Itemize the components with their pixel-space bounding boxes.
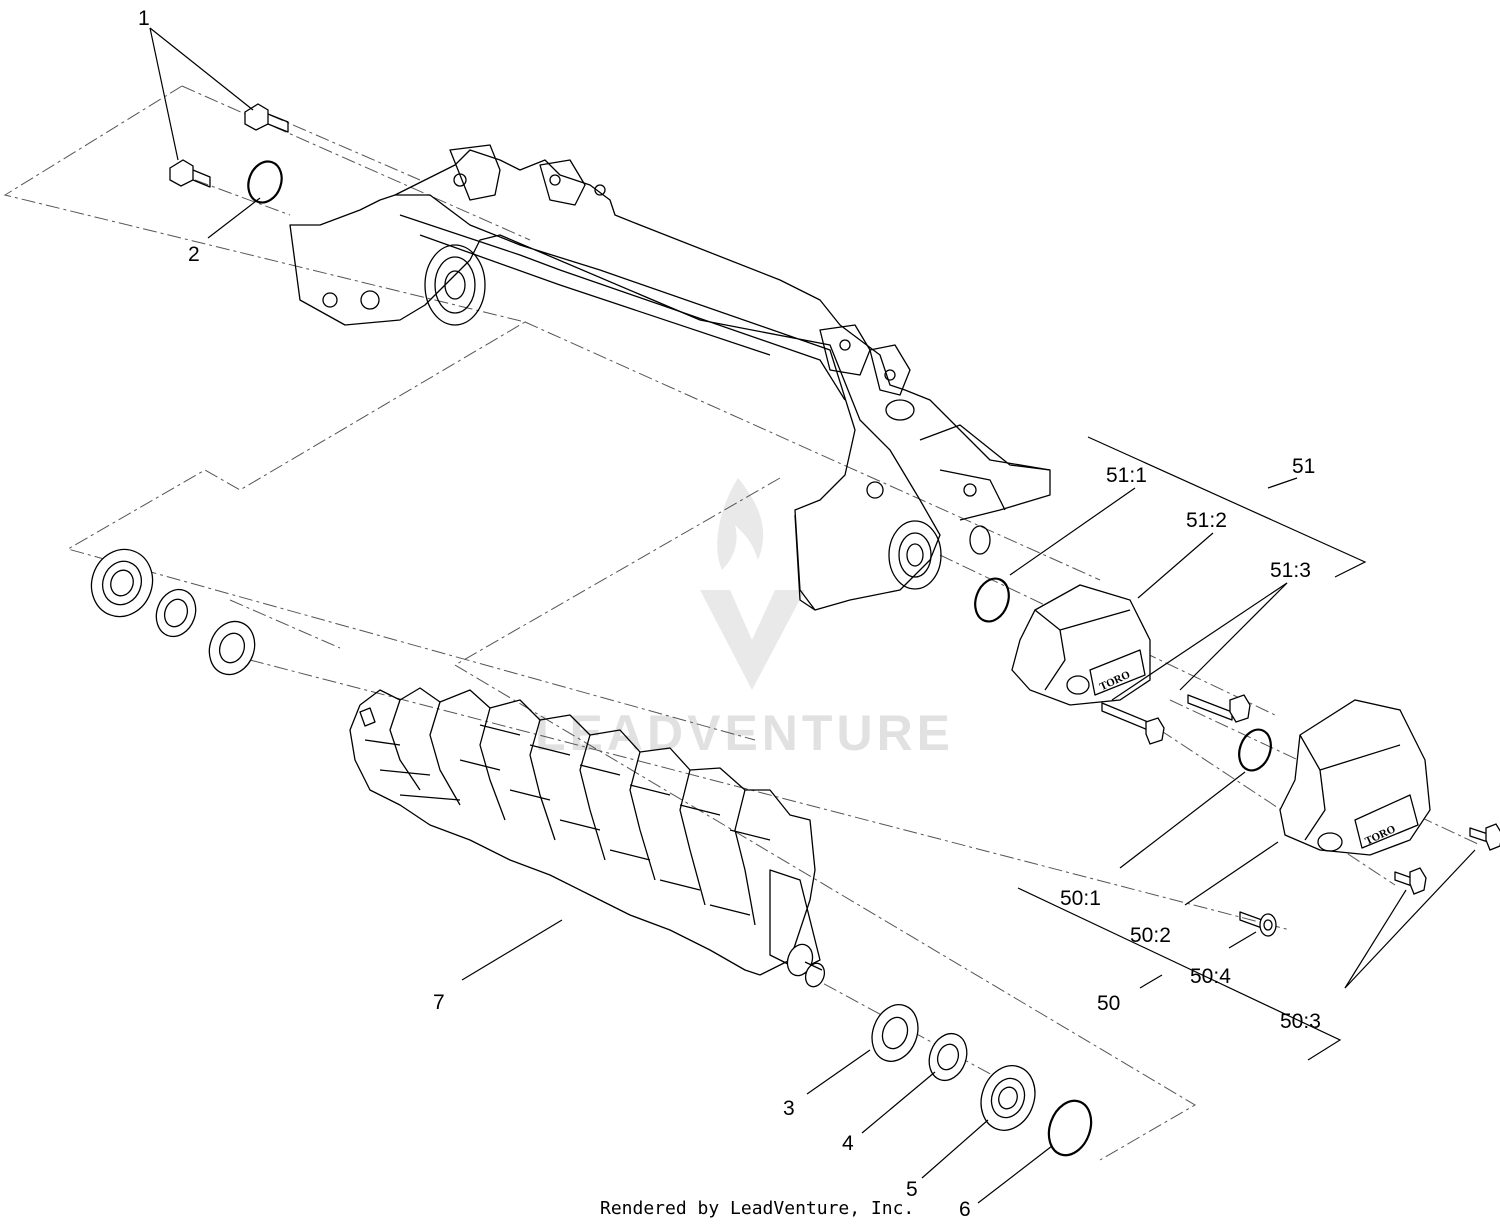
callout-5: 5 [906, 1178, 918, 1201]
frame-inner-edge [399, 214, 846, 401]
part-50-cover-kit: TORO [1238, 699, 1500, 937]
part-4-seal [928, 1032, 968, 1082]
part-1-capscrews [169, 103, 289, 188]
right-bearing-bore-inner [898, 532, 932, 578]
part-50-1-o-ring [1238, 728, 1272, 772]
reel-shaft-left [359, 707, 376, 727]
frame-bracket [919, 424, 1051, 511]
callout-7: 7 [433, 991, 445, 1014]
left-bearing-bore [424, 244, 486, 326]
part-51-2-end-cover [1011, 584, 1151, 706]
reel-frame [289, 144, 1051, 611]
part-50-3-bolt-lower [1394, 867, 1427, 895]
part-51-3-bolt-lower [1101, 702, 1165, 745]
left-bearing-stack [90, 548, 256, 676]
watermark: LEADVENTURE [535, 478, 954, 761]
callout-50-3: 50:3 [1280, 1010, 1321, 1033]
callout-50: 50 [1097, 992, 1120, 1015]
part-6-retaining-ring [1047, 1099, 1093, 1157]
frame-mid-tab [539, 159, 586, 206]
part-51-1-o-ring [974, 577, 1010, 623]
callout-50-1: 50:1 [1060, 887, 1101, 910]
frame-top-rail [394, 149, 1051, 521]
callout-51-2: 51:2 [1186, 509, 1227, 532]
callout-2: 2 [188, 243, 200, 266]
callout-51-1: 51:1 [1106, 464, 1147, 487]
frame-inner-edge-2 [419, 234, 771, 356]
callout-50-2: 50:2 [1130, 924, 1171, 947]
capscrew-lower [169, 159, 211, 188]
part-7-spiked-reel [349, 687, 826, 988]
kit-51-bracket [1087, 436, 1367, 578]
capscrew-upper [244, 103, 289, 133]
part-50-3-bolt-upper [1469, 823, 1500, 851]
leader-lines [149, 27, 1476, 1204]
part-5-bearing [980, 1065, 1036, 1131]
left-bearing-bore-inner [434, 256, 476, 314]
part-51-3-bolt-upper [1187, 694, 1251, 723]
callout-1: 1 [138, 7, 150, 30]
callout-6: 6 [959, 1198, 971, 1221]
part-50-2-end-cover [1279, 699, 1431, 856]
callout-51-3: 51:3 [1270, 559, 1311, 582]
part-2-o-ring [247, 160, 283, 204]
reel-body-bottom [349, 704, 761, 976]
callout-labels: 1 2 3 4 5 6 7 50 50:1 50:2 50:3 50:4 51 … [138, 7, 1321, 1221]
callout-50-4: 50:4 [1190, 965, 1231, 988]
left-bearing-bore-core [444, 270, 466, 300]
kit-50-bracket [1017, 887, 1342, 1061]
render-credit: Rendered by LeadVenture, Inc. [600, 1198, 914, 1219]
part-51-cover-kit: TORO [974, 577, 1251, 745]
watermark-v-icon [700, 590, 805, 690]
callout-51: 51 [1292, 455, 1315, 478]
frame-right-tab-2 [869, 344, 911, 396]
watermark-flame-icon [717, 478, 764, 570]
frame-left-tab [449, 144, 501, 201]
callout-3: 3 [783, 1097, 795, 1120]
part-3-thrust-bearing [871, 1004, 919, 1062]
callout-4: 4 [842, 1132, 854, 1155]
part-50-4-grease-fitting [1239, 911, 1277, 937]
watermark-text: LEADVENTURE [535, 705, 954, 761]
right-bearing-bore [888, 520, 942, 590]
kit-brackets [1017, 436, 1367, 1061]
frame-right-tab [819, 324, 871, 376]
